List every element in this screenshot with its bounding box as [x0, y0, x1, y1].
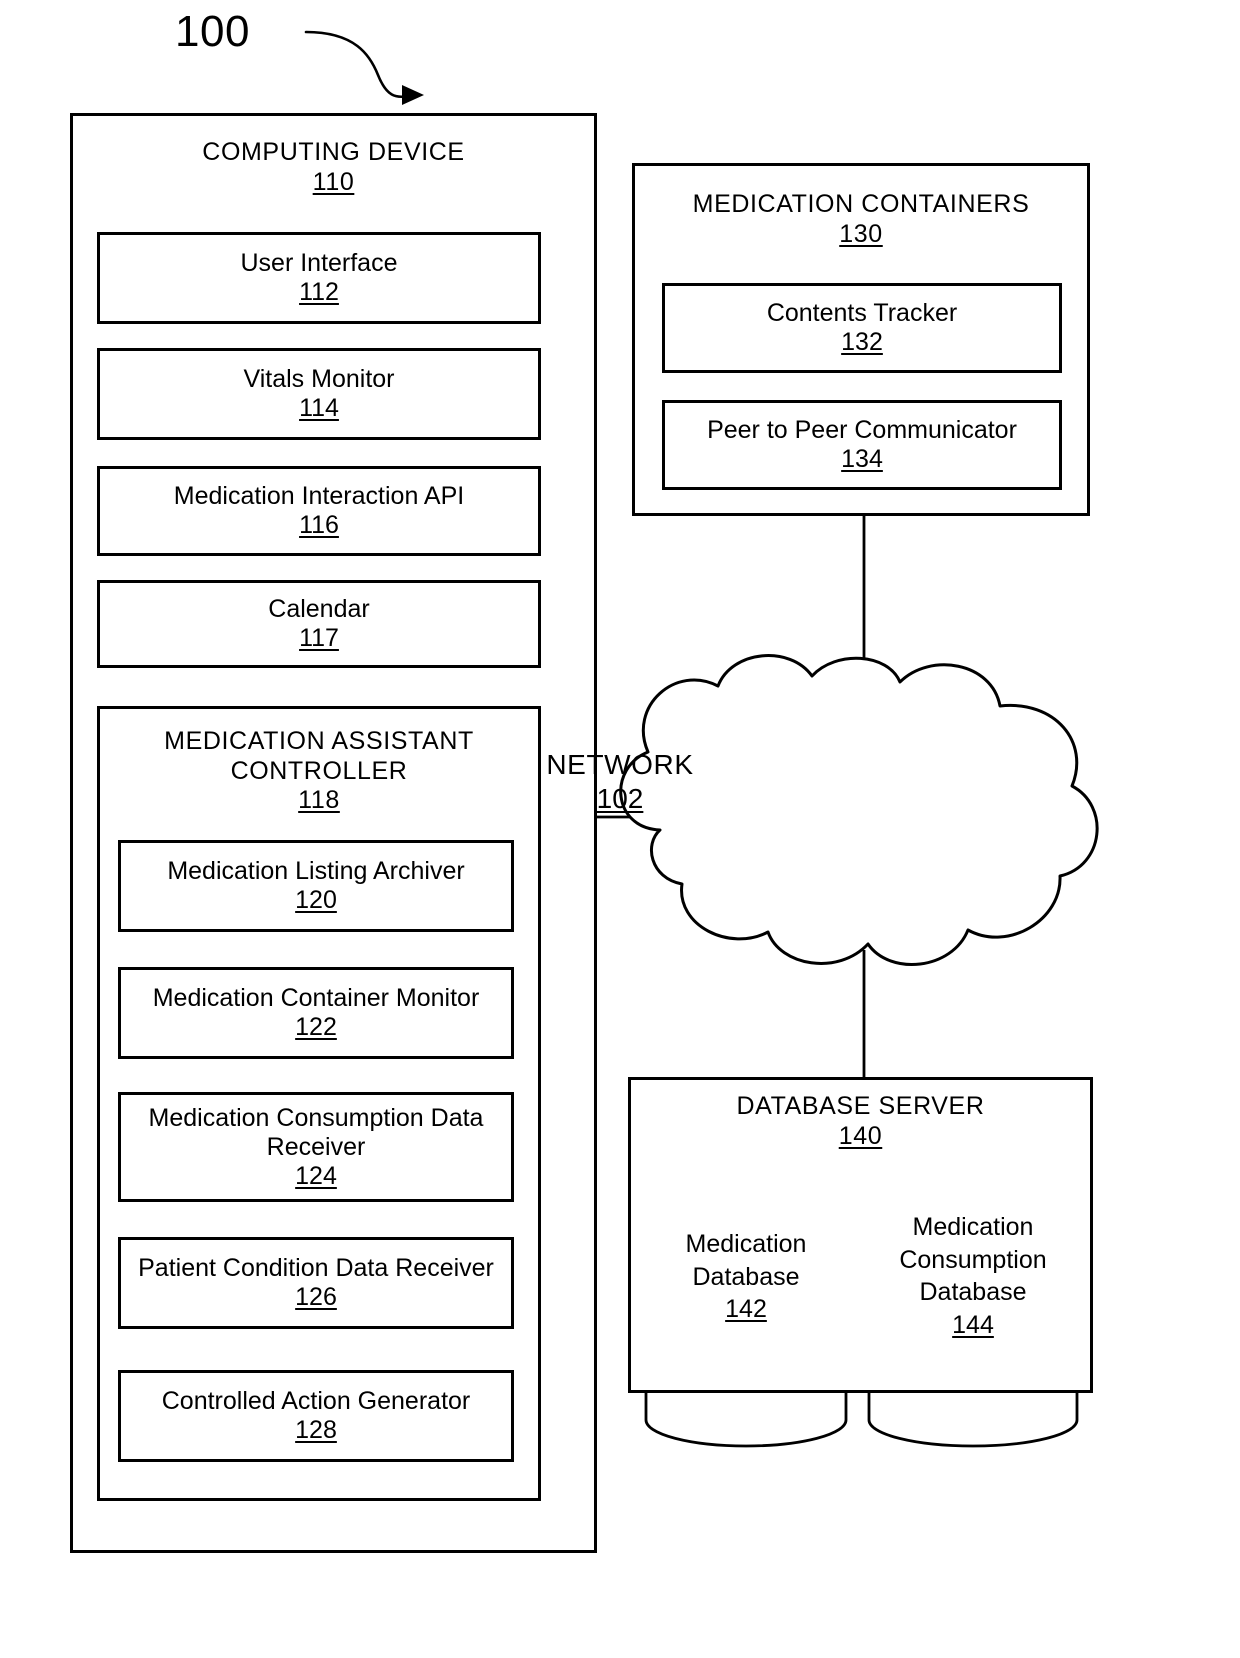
module-ref: 112 [299, 278, 339, 306]
database-medication-label: Medication Database 142 [685, 1230, 807, 1323]
module-controlled-action-generator[interactable]: Controlled Action Generator 128 [118, 1370, 514, 1462]
module-title: Medication Container Monitor [152, 984, 480, 1012]
module-title: User Interface [240, 249, 398, 277]
controller-title: MEDICATION ASSISTANT CONTROLLER 118 [164, 727, 474, 814]
module-title: Medication Interaction API [173, 482, 465, 510]
medication-containers-title: MEDICATION CONTAINERS 130 [692, 190, 1030, 248]
module-patient-condition-data-receiver[interactable]: Patient Condition Data Receiver 126 [118, 1237, 514, 1329]
network-label: NETWORK 102 [546, 749, 694, 814]
module-title: Calendar [268, 595, 370, 623]
module-title: Peer to Peer Communicator [707, 416, 1017, 444]
module-ref: 116 [299, 511, 339, 539]
database-server-box: DATABASE SERVER 140 [628, 1077, 1093, 1393]
module-ref: 122 [295, 1013, 337, 1041]
module-ref: 128 [295, 1416, 337, 1444]
module-ref: 126 [295, 1283, 337, 1311]
module-medication-listing-archiver[interactable]: Medication Listing Archiver 120 [118, 840, 514, 932]
module-title: Controlled Action Generator [161, 1387, 471, 1415]
module-title: Patient Condition Data Receiver [138, 1254, 494, 1282]
module-medication-consumption-data-receiver[interactable]: Medication Consumption Data Receiver 124 [118, 1092, 514, 1202]
module-calendar[interactable]: Calendar 117 [97, 580, 541, 668]
module-peer-to-peer-communicator[interactable]: Peer to Peer Communicator 134 [662, 400, 1062, 490]
module-title: Vitals Monitor [243, 365, 395, 393]
module-ref: 120 [295, 886, 337, 914]
database-medication-consumption-label: Medication Consumption Database 144 [899, 1213, 1047, 1339]
module-title-line1: Medication Consumption Data [148, 1103, 484, 1132]
database-server-title: DATABASE SERVER 140 [736, 1092, 985, 1150]
module-medication-container-monitor[interactable]: Medication Container Monitor 122 [118, 967, 514, 1059]
module-title: Contents Tracker [766, 299, 958, 327]
module-title-line2: Receiver [266, 1132, 366, 1161]
figure-number: 100 [175, 7, 250, 56]
module-title: Medication Listing Archiver [167, 857, 465, 885]
module-ref: 124 [295, 1161, 337, 1190]
module-ref: 132 [841, 328, 883, 356]
curved-arrow-icon [304, 30, 424, 105]
module-user-interface[interactable]: User Interface 112 [97, 232, 541, 324]
module-ref: 117 [299, 624, 339, 652]
computing-device-title: COMPUTING DEVICE 110 [202, 138, 465, 196]
module-ref: 134 [841, 445, 883, 473]
module-vitals-monitor[interactable]: Vitals Monitor 114 [97, 348, 541, 440]
module-contents-tracker[interactable]: Contents Tracker 132 [662, 283, 1062, 373]
module-ref: 114 [299, 394, 339, 422]
module-medication-interaction-api[interactable]: Medication Interaction API 116 [97, 466, 541, 556]
